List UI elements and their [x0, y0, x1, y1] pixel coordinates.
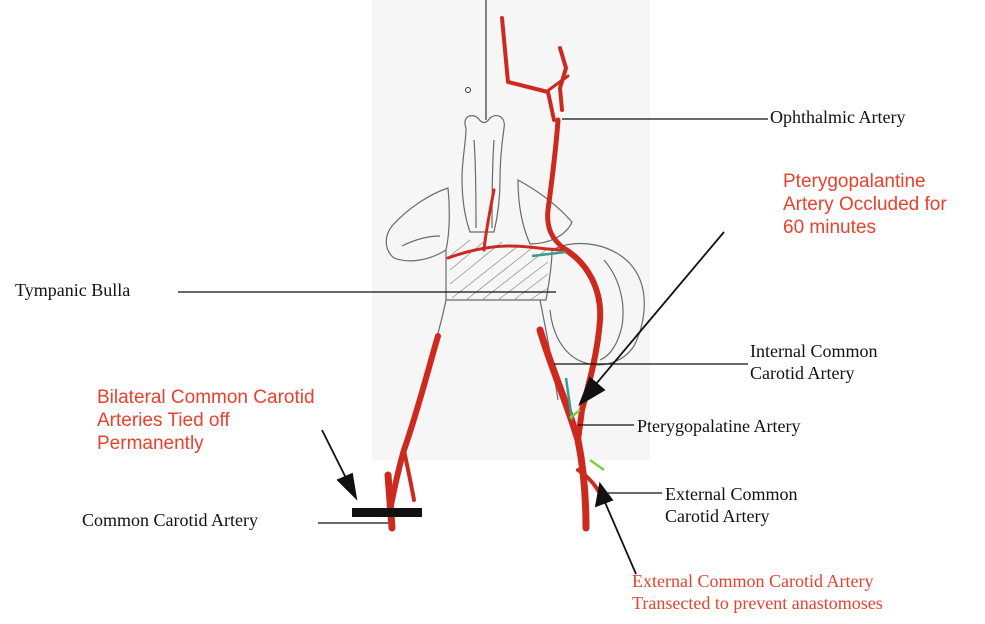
label-bilateral-cca-line3: Permanently [97, 433, 315, 456]
ligature-bar [352, 508, 422, 517]
label-pterygo-occluded-line2: Artery Occluded for [783, 194, 947, 217]
label-pterygo-occluded-line3: 60 minutes [783, 217, 947, 240]
label-tympanic-bulla: Tympanic Bulla [15, 280, 130, 302]
label-external-cca-line2: Carotid Artery [665, 506, 797, 528]
label-internal-cca-line2: Carotid Artery [750, 363, 877, 385]
label-external-cca-line1: External Common [665, 484, 797, 506]
label-bilateral-cca-line2: Arteries Tied off [97, 410, 315, 433]
label-bilateral-cca-line1: Bilateral Common Carotid [97, 387, 315, 410]
label-bilateral-cca: Bilateral Common Carotid Arteries Tied o… [97, 387, 315, 455]
label-internal-cca: Internal Common Carotid Artery [750, 341, 877, 384]
label-pterygopalatine-artery: Pterygopalatine Artery [637, 416, 800, 438]
label-external-cca: External Common Carotid Artery [665, 484, 797, 527]
label-external-transected-line1: External Common Carotid Artery [632, 571, 883, 593]
label-external-transected-line2: Transected to prevent anastomoses [632, 593, 883, 615]
label-internal-cca-line1: Internal Common [750, 341, 877, 363]
label-ophthalmic-artery: Ophthalmic Artery [770, 107, 905, 129]
label-pterygo-occluded: Pterygopalantine Artery Occluded for 60 … [783, 171, 947, 239]
label-common-carotid-artery: Common Carotid Artery [82, 510, 258, 532]
label-pterygo-occluded-line1: Pterygopalantine [783, 171, 947, 194]
label-external-transected: External Common Carotid Artery Transecte… [632, 571, 883, 614]
drawing-paper [372, 0, 650, 460]
